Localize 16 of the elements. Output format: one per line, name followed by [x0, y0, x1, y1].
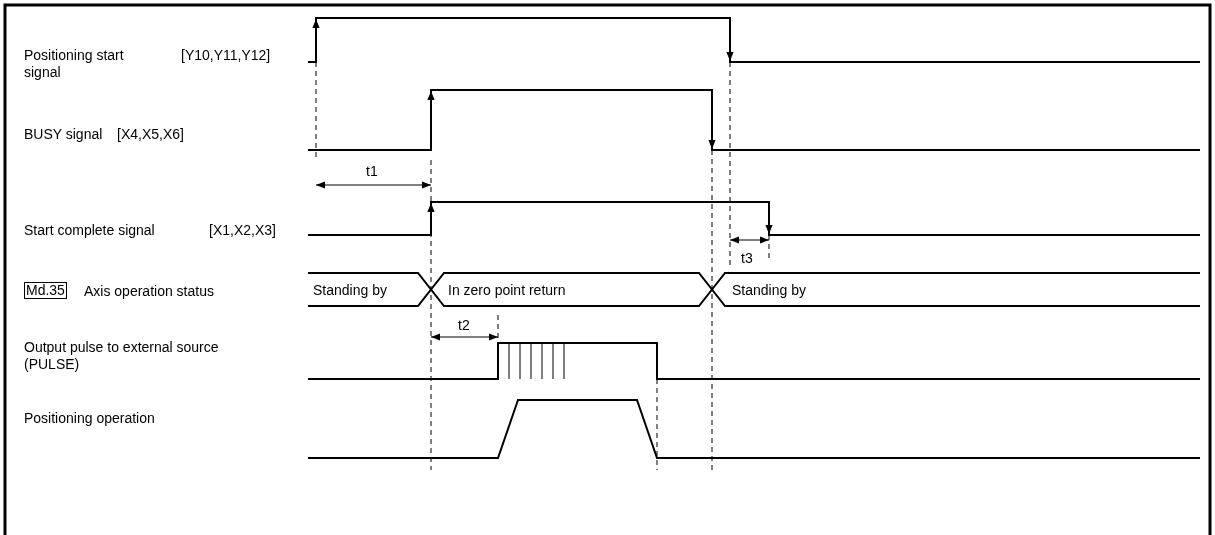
state-label: Standing by	[732, 282, 806, 299]
state-label: In zero point return	[448, 282, 566, 299]
signal-name: Positioning operation	[24, 410, 155, 427]
timing-label: t2	[458, 317, 470, 334]
timing-label: t3	[741, 250, 753, 267]
signal-name: Axis operation status	[84, 283, 214, 300]
signal-address: [X4,X5,X6]	[117, 126, 184, 143]
timing-label: t1	[366, 163, 378, 180]
signal-name: Positioning start signal	[24, 47, 125, 81]
signal-address: [Y10,Y11,Y12]	[181, 47, 271, 64]
signal-name: Start complete signal	[24, 222, 155, 239]
tag-label: Md.35	[24, 282, 67, 299]
signal-name: Output pulse to external source (PULSE)	[24, 339, 220, 373]
state-label: Standing by	[313, 282, 387, 299]
signal-name: BUSY signal	[24, 126, 103, 143]
signal-address: [X1,X2,X3]	[209, 222, 276, 239]
